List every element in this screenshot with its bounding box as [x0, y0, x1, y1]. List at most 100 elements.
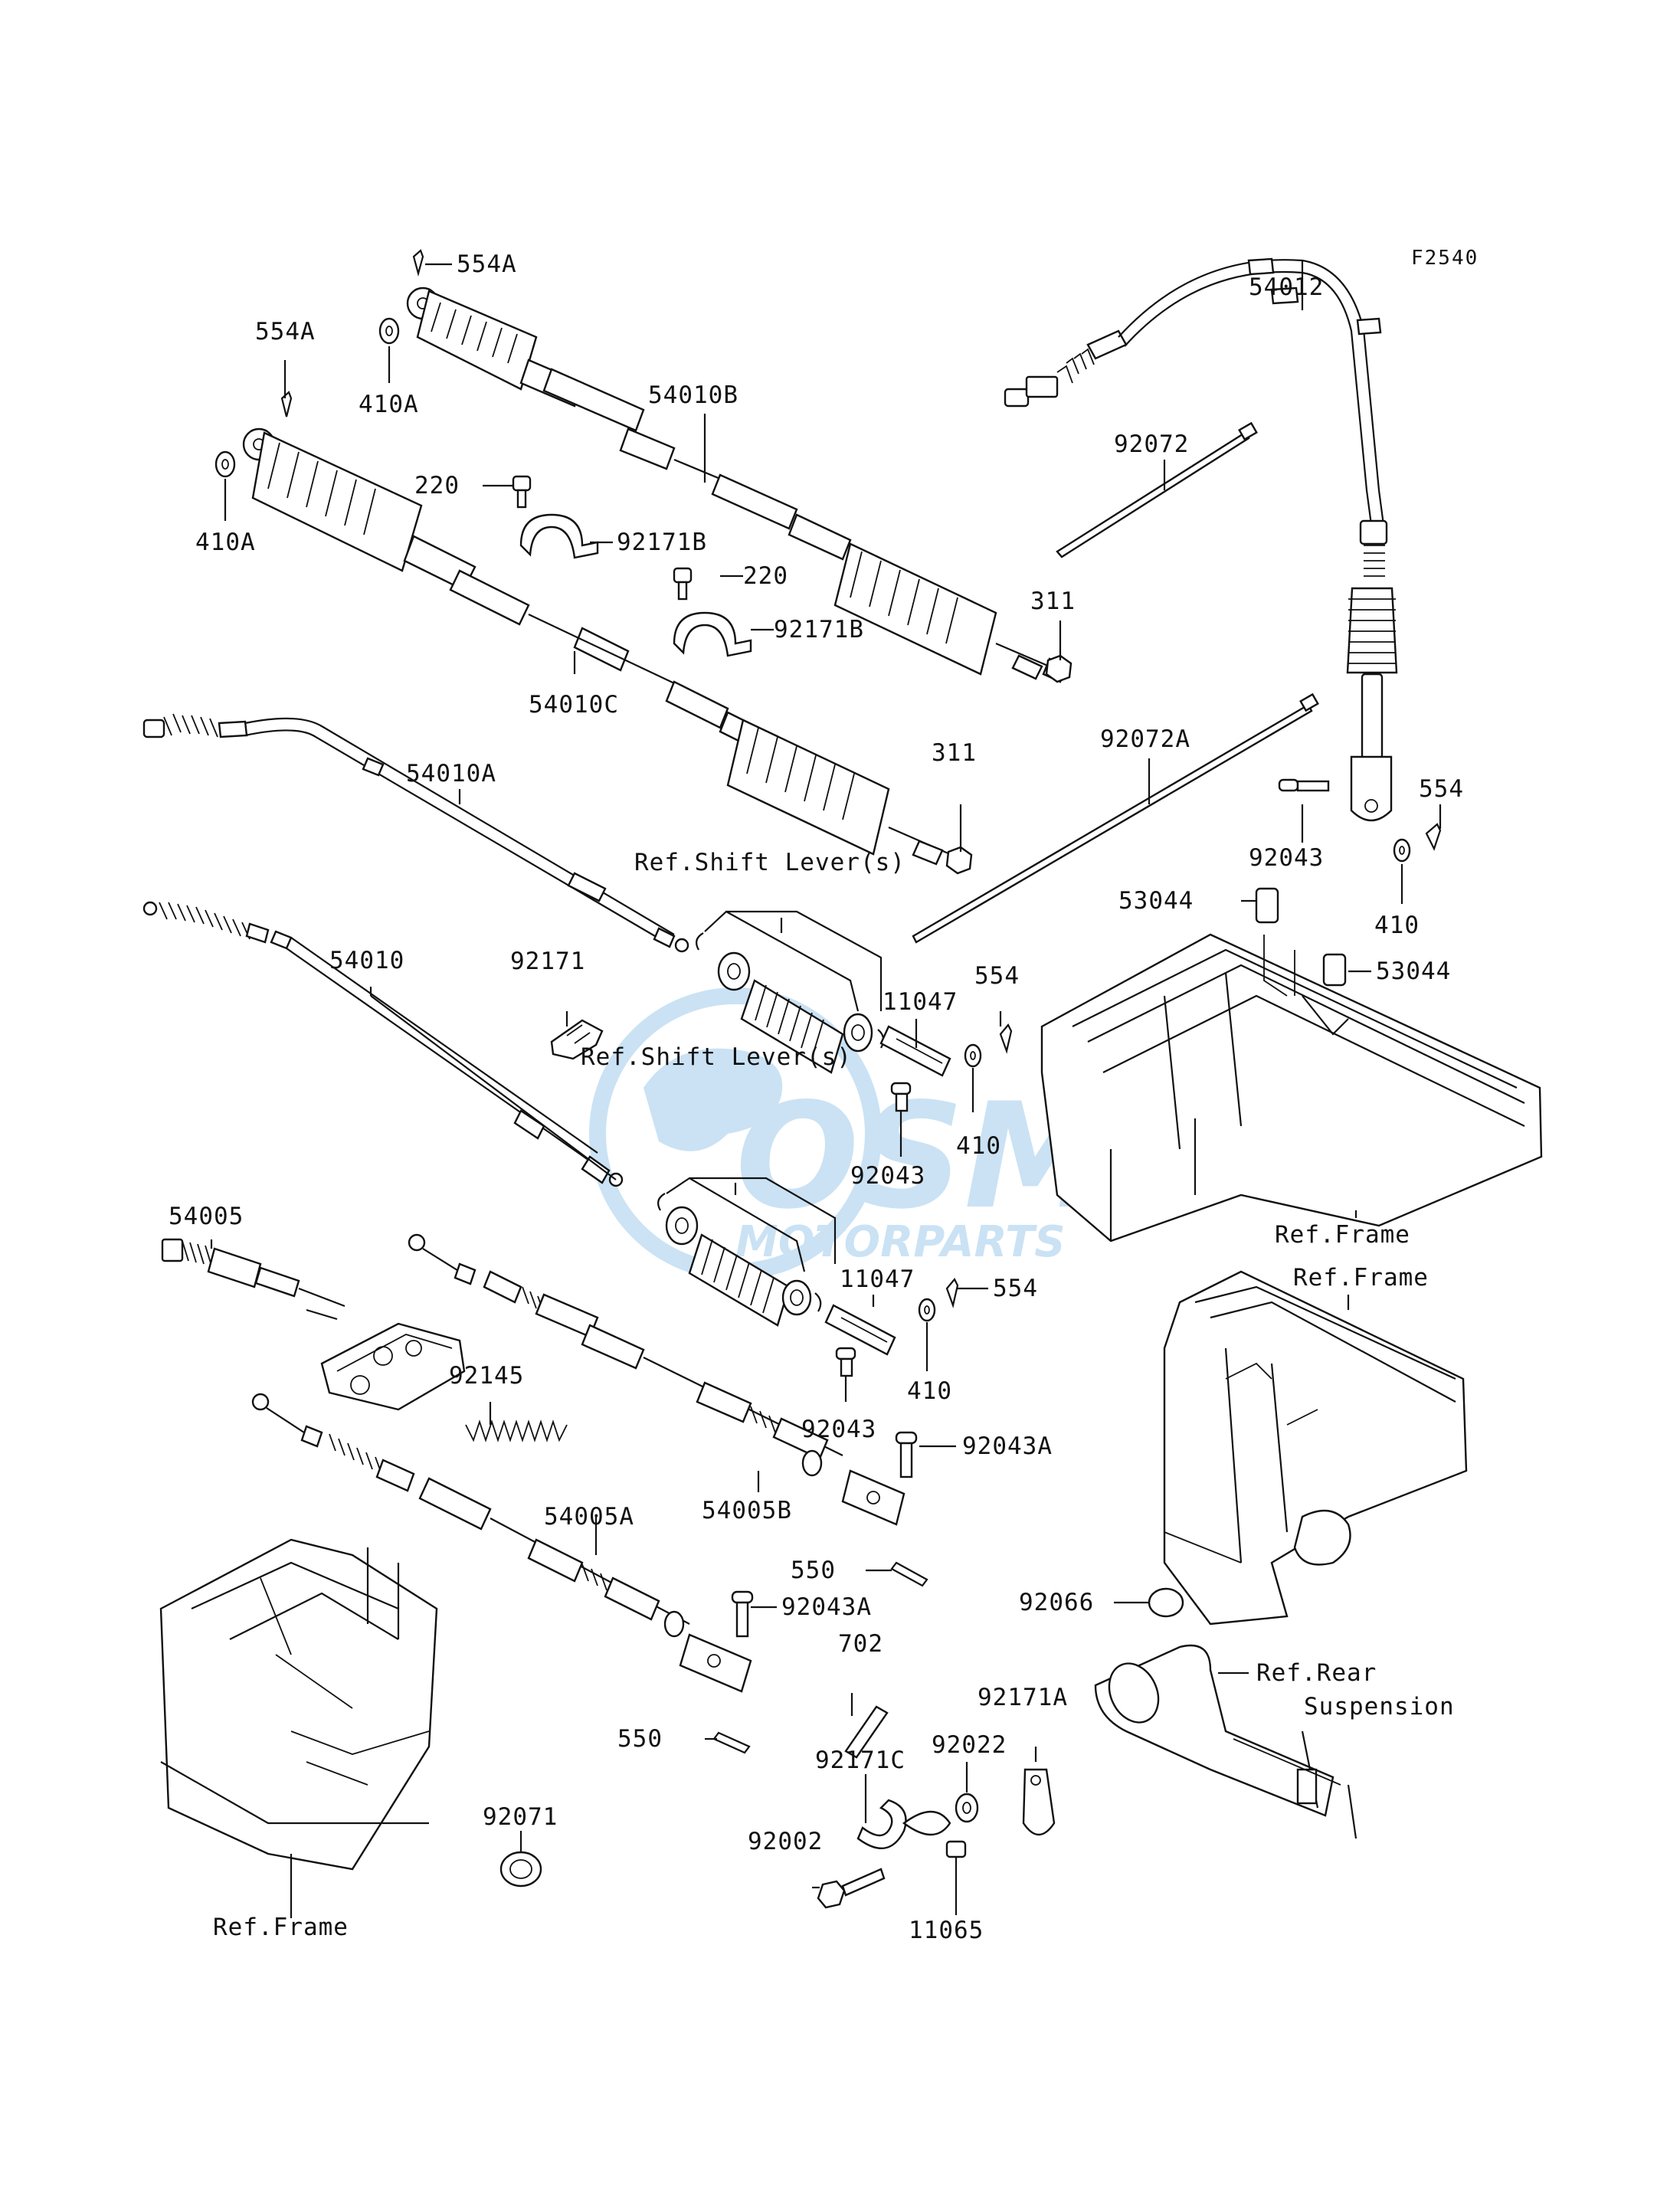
label-ref-rear-2: Suspension	[1304, 1693, 1455, 1721]
cable-54005B	[408, 1233, 905, 1526]
cotter-554-low	[945, 1278, 959, 1308]
label-92171B-b: 92171B	[774, 616, 864, 643]
label-311-b: 311	[932, 739, 977, 767]
tie-strap-92072A	[912, 692, 1319, 944]
washer-410-low	[918, 1298, 936, 1322]
washer-410A-top	[378, 317, 400, 345]
label-92171: 92171	[510, 948, 585, 975]
part-labels: 554A 554A 410A 410A 54010B 54012 92072 2…	[169, 250, 1464, 1944]
label-554A-left: 554A	[255, 318, 316, 345]
grommet-92071	[499, 1851, 542, 1888]
label-ref-rear-1: Ref.Rear	[1256, 1659, 1377, 1687]
clip-53044-a	[1255, 887, 1279, 924]
cable-54010B	[406, 286, 1068, 683]
label-410-right: 410	[1374, 912, 1420, 939]
clamp-92171B-a	[519, 513, 599, 559]
watermark-tagline: MOTORPARTS	[735, 1217, 1066, 1267]
label-11047-a: 11047	[883, 988, 958, 1016]
label-92072A: 92072A	[1100, 725, 1190, 753]
label-11047-b: 11047	[840, 1265, 915, 1293]
label-220-a: 220	[414, 472, 460, 499]
cap-92066	[1148, 1587, 1184, 1618]
label-410A-top: 410A	[359, 391, 419, 418]
label-554-right: 554	[1419, 775, 1464, 803]
pin-92043A-a	[895, 1431, 918, 1478]
label-53044-a: 53044	[1118, 887, 1194, 915]
frame-right-upper	[1040, 933, 1543, 1243]
label-92171C: 92171C	[815, 1747, 905, 1774]
washer-92022	[955, 1793, 979, 1823]
label-ref-frame-1: Ref.Frame	[1275, 1221, 1410, 1249]
ring-link	[902, 1810, 951, 1836]
label-11065: 11065	[909, 1917, 984, 1944]
spacer-11065	[945, 1840, 967, 1858]
tie-strap-92072	[1056, 421, 1258, 558]
label-ref-frame-3: Ref.Frame	[213, 1914, 349, 1941]
cable-54010C	[242, 427, 951, 866]
washer-410A-left	[215, 450, 236, 478]
rear-suspension	[1094, 1644, 1357, 1839]
washer-410-right	[1393, 838, 1411, 863]
label-54005: 54005	[169, 1203, 244, 1230]
label-92043-low: 92043	[801, 1416, 876, 1443]
pin-11047-b	[824, 1304, 896, 1356]
frame-right-lower	[1163, 1270, 1468, 1626]
figure-code: F2540	[1411, 247, 1479, 270]
spring-92145	[465, 1419, 568, 1442]
label-220-b: 220	[743, 562, 788, 590]
cotter-pin-554A-top	[412, 249, 424, 277]
label-410-low: 410	[907, 1377, 952, 1405]
label-311-a: 311	[1030, 588, 1076, 615]
bolt-220-b	[673, 567, 693, 601]
pin-702	[844, 1705, 889, 1759]
label-92071: 92071	[483, 1803, 558, 1831]
bolt-220-a	[512, 475, 532, 509]
label-ref-shift-lever-2: Ref.Shift Lever(s)	[581, 1043, 852, 1071]
label-54010B: 54010B	[648, 381, 738, 409]
cable-54010A	[142, 713, 689, 953]
bracket-92171A	[1022, 1768, 1056, 1836]
label-54005A: 54005A	[544, 1503, 634, 1531]
bracket-92145	[320, 1322, 466, 1411]
leader-lines	[210, 260, 1442, 1918]
label-92022: 92022	[932, 1731, 1007, 1759]
nut-311-b	[945, 846, 973, 875]
cotter-550-b	[712, 1731, 751, 1754]
shift-parts-upper	[695, 910, 885, 1074]
cable-54005A	[251, 1393, 752, 1693]
label-92171B-a: 92171B	[617, 529, 707, 556]
clip-53044-b	[1322, 953, 1347, 987]
label-702: 702	[838, 1630, 883, 1658]
label-54012: 54012	[1249, 273, 1324, 301]
shift-parts-lower	[657, 1177, 837, 1327]
label-ref-shift-lever-1: Ref.Shift Lever(s)	[634, 849, 905, 876]
label-410A-left: 410A	[195, 529, 256, 556]
pin-92043-top	[1278, 778, 1330, 792]
pin-92043A-b	[731, 1590, 754, 1638]
label-54010C: 54010C	[529, 691, 619, 719]
pin-11047-a	[879, 1025, 951, 1077]
nut-311-a	[1045, 654, 1073, 683]
cotter-554-mid	[999, 1023, 1013, 1054]
label-92002: 92002	[748, 1828, 823, 1855]
label-92072: 92072	[1114, 431, 1189, 458]
label-550-b: 550	[617, 1725, 663, 1753]
bolt-92002	[817, 1868, 886, 1909]
label-54010: 54010	[329, 947, 404, 974]
label-92043A-a: 92043A	[962, 1432, 1053, 1460]
label-554-low: 554	[993, 1275, 1038, 1302]
frame-left-lower	[159, 1538, 438, 1871]
label-92043A-b: 92043A	[781, 1593, 872, 1621]
label-92145: 92145	[449, 1362, 524, 1390]
label-54005B: 54005B	[702, 1497, 792, 1524]
label-92066: 92066	[1019, 1589, 1094, 1616]
label-ref-frame-2: Ref.Frame	[1293, 1264, 1429, 1292]
label-410-mid: 410	[956, 1132, 1001, 1160]
cotter-550-a	[890, 1561, 928, 1587]
cable-54012	[1004, 257, 1398, 822]
label-92171A: 92171A	[978, 1684, 1068, 1711]
cable-54010	[142, 901, 624, 1187]
clamp-92171	[550, 1019, 604, 1060]
label-53044-b: 53044	[1376, 958, 1451, 985]
